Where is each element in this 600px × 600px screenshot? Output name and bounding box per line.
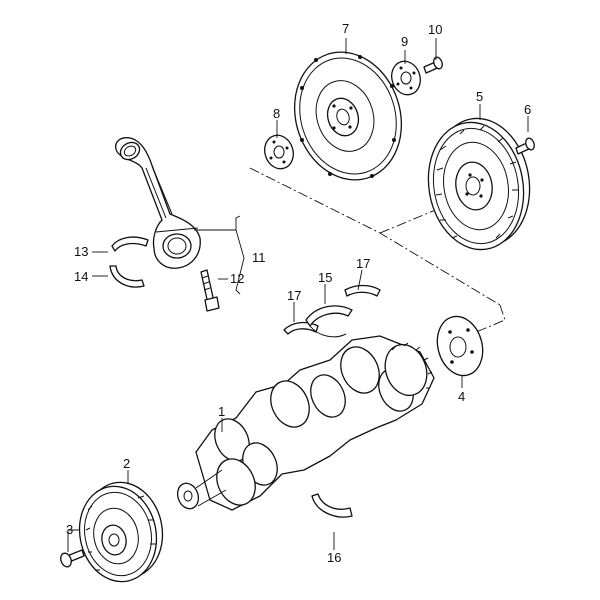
sender-wheel[interactable] bbox=[431, 311, 489, 380]
callout-10: 10 bbox=[428, 22, 442, 37]
callout-14: 14 bbox=[74, 269, 88, 284]
callout-3: 3 bbox=[66, 522, 73, 537]
conrod-bearing-shell-lower[interactable] bbox=[109, 265, 145, 288]
callout-15: 15 bbox=[318, 270, 332, 285]
callout-7: 7 bbox=[342, 21, 349, 36]
callout-labels: 1 2 3 4 5 6 7 8 9 10 11 12 13 14 15 16 1… bbox=[66, 21, 531, 565]
callout-12: 12 bbox=[230, 271, 244, 286]
shim-plate[interactable] bbox=[260, 132, 297, 173]
callout-5: 5 bbox=[476, 89, 483, 104]
callout-6: 6 bbox=[524, 102, 531, 117]
main-bearing-shell-lower[interactable] bbox=[311, 493, 353, 518]
flywheel-bolt-small[interactable] bbox=[423, 56, 444, 74]
callout-11: 11 bbox=[252, 250, 266, 265]
washer-plate[interactable] bbox=[387, 58, 424, 99]
callout-8: 8 bbox=[273, 106, 280, 121]
callout-17-left: 17 bbox=[287, 288, 301, 303]
crankshaft[interactable] bbox=[174, 335, 435, 512]
conrod-bolt[interactable] bbox=[200, 269, 220, 312]
conrod-bearing-shell-upper[interactable] bbox=[111, 236, 149, 252]
callout-16: 16 bbox=[327, 550, 341, 565]
callout-2: 2 bbox=[123, 456, 130, 471]
drive-plate[interactable] bbox=[278, 38, 417, 194]
callout-1: 1 bbox=[218, 404, 225, 419]
thrust-washer-right[interactable] bbox=[344, 284, 381, 297]
connecting-rod[interactable] bbox=[115, 137, 201, 269]
callout-17-right: 17 bbox=[356, 256, 370, 271]
thrust-washer-left[interactable] bbox=[283, 321, 319, 335]
callout-9: 9 bbox=[401, 34, 408, 49]
conrod-assembly-bracket bbox=[194, 215, 245, 295]
vibration-damper[interactable] bbox=[71, 475, 171, 589]
leader-lines bbox=[67, 38, 529, 552]
flywheel[interactable] bbox=[419, 111, 540, 257]
main-bearing-shell-upper[interactable] bbox=[305, 305, 353, 338]
damper-bolt[interactable] bbox=[59, 549, 85, 568]
callout-4: 4 bbox=[458, 389, 465, 404]
flywheel-bolt[interactable] bbox=[515, 137, 536, 155]
callout-13: 13 bbox=[74, 244, 88, 259]
